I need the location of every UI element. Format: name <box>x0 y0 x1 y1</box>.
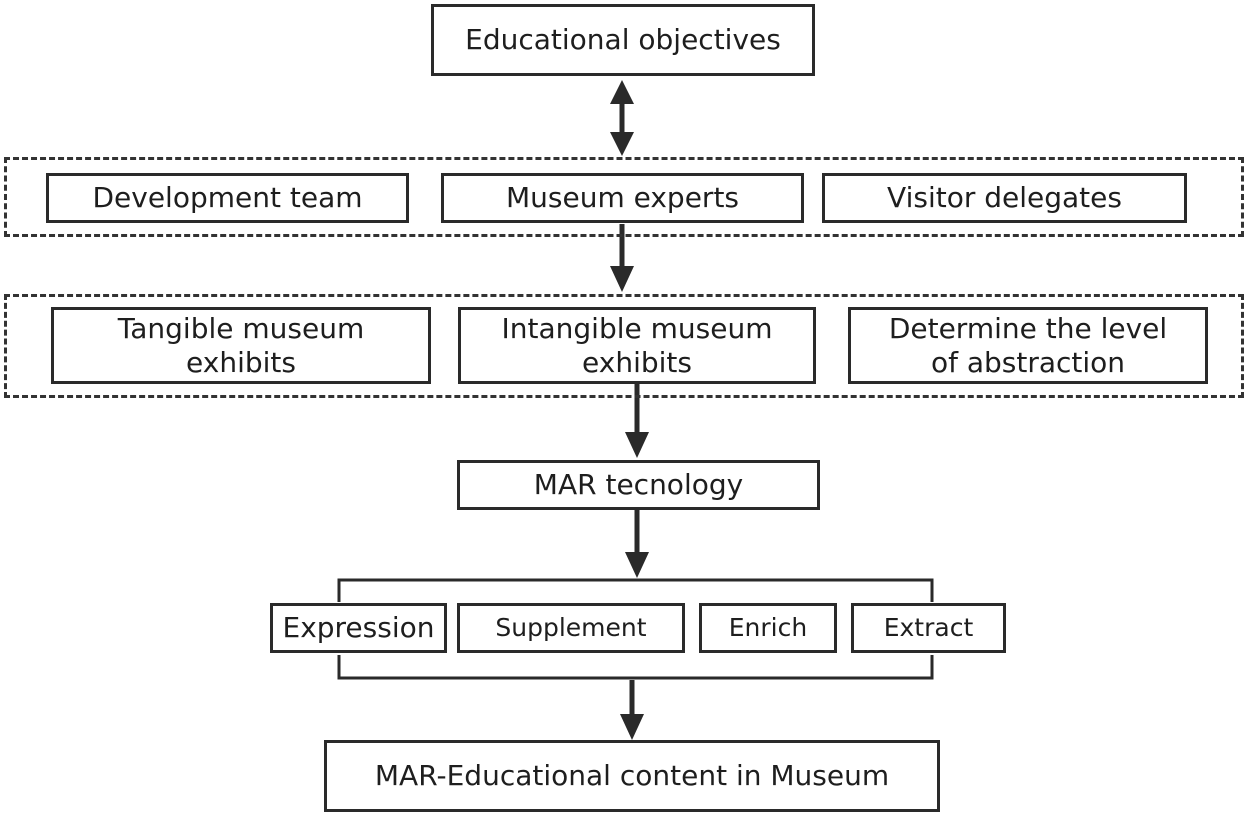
functions-bracket <box>337 578 934 680</box>
exhibits-group <box>4 294 1244 398</box>
arrow-functions-to-output <box>620 680 644 740</box>
mar-technology-label: MAR tecnology <box>533 468 744 502</box>
expression-label: Expression <box>282 611 435 645</box>
mar-educational-content-label: MAR-Educational content in Museum <box>374 759 890 793</box>
intangible-exhibits-node: Intangible museum exhibits <box>458 307 816 384</box>
arrow-exhibits-to-technology <box>625 384 649 458</box>
arrow-technology-to-functions <box>625 510 649 578</box>
extract-label: Extract <box>883 613 974 643</box>
enrich-label: Enrich <box>728 613 808 643</box>
intangible-exhibits-label: Intangible museum exhibits <box>501 312 773 379</box>
mar-educational-content-node: MAR-Educational content in Museum <box>324 740 940 812</box>
abstraction-level-label: Determine the level of abstraction <box>888 312 1168 379</box>
educational-objectives-label: Educational objectives <box>465 23 781 57</box>
extract-node: Extract <box>851 603 1006 653</box>
development-team-node: Development team <box>46 173 409 223</box>
visitor-delegates-node: Visitor delegates <box>822 173 1187 223</box>
arrow-stakeholders-to-exhibits <box>610 224 634 292</box>
museum-experts-label: Museum experts <box>505 181 740 215</box>
supplement-label: Supplement <box>495 613 647 643</box>
stakeholders-group <box>4 157 1244 237</box>
enrich-node: Enrich <box>699 603 837 653</box>
tangible-exhibits-node: Tangible museum exhibits <box>51 307 431 384</box>
visitor-delegates-label: Visitor delegates <box>887 181 1122 215</box>
supplement-node: Supplement <box>457 603 685 653</box>
abstraction-level-node: Determine the level of abstraction <box>848 307 1208 384</box>
development-team-label: Development team <box>92 181 363 215</box>
museum-experts-node: Museum experts <box>441 173 804 223</box>
tangible-exhibits-label: Tangible museum exhibits <box>117 312 365 379</box>
bidirectional-arrow <box>610 80 634 156</box>
expression-node: Expression <box>270 603 447 653</box>
mar-technology-node: MAR tecnology <box>457 460 820 510</box>
educational-objectives-node: Educational objectives <box>431 4 815 76</box>
